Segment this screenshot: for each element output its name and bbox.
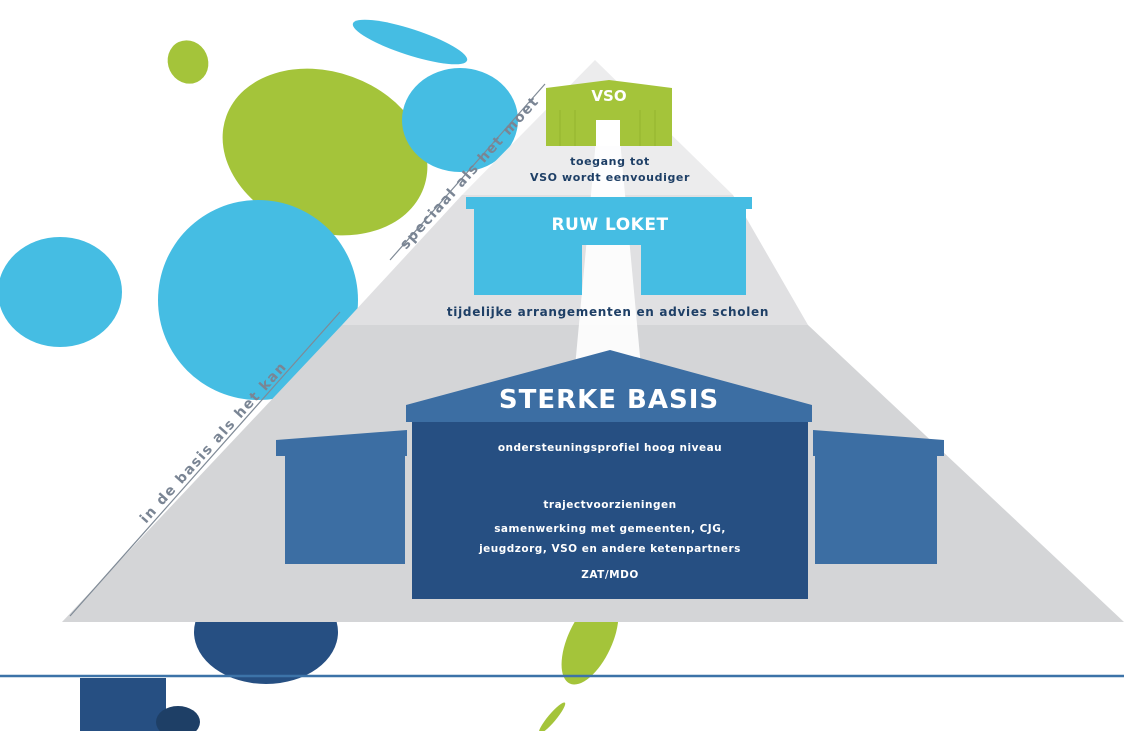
sterke-basis-main xyxy=(412,422,808,599)
blob-cyan-top xyxy=(352,19,468,65)
blob-green-sliver xyxy=(538,702,566,734)
side-line-upper xyxy=(389,83,546,261)
vso-door xyxy=(596,120,620,146)
block-navy-bottom xyxy=(80,678,166,731)
ruw-loket-body-left xyxy=(474,209,582,295)
vso-building: VSO toegang tot VSO wordt eenvoudiger xyxy=(530,80,690,184)
ruw-loket-title-band xyxy=(582,209,641,245)
vso-caption-line1: toegang tot xyxy=(570,155,650,168)
sterke-basis-wing-left-roof xyxy=(276,430,407,456)
sterke-basis-wing-left xyxy=(285,456,405,564)
blob-green-small xyxy=(167,40,209,84)
blob-cyan-large xyxy=(158,200,358,400)
vso-title: VSO xyxy=(591,87,626,105)
vso-caption-line2: VSO wordt eenvoudiger xyxy=(530,171,690,184)
sterke-basis-wing-right-roof xyxy=(813,430,944,456)
blob-navy-small xyxy=(156,706,200,735)
sterke-basis-roof xyxy=(406,350,812,422)
blob-green-large xyxy=(222,68,428,236)
sterke-basis-item-traject: trajectvoorzieningen xyxy=(543,499,676,511)
sterke-basis-item-profiel: ondersteuningsprofiel hoog niveau xyxy=(498,442,722,454)
sterke-basis-building: STERKE BASIS ondersteuningsprofiel hoog … xyxy=(276,350,944,599)
ruw-loket-body-right xyxy=(641,209,746,295)
sterke-basis-title: STERKE BASIS xyxy=(499,385,719,415)
vso-roof xyxy=(546,80,672,104)
ruw-loket-building: RUW LOKET tijdelijke arrangementen en ad… xyxy=(447,197,769,319)
sterke-basis-wing-right xyxy=(815,456,937,564)
blob-cyan-medium xyxy=(402,68,518,172)
sterke-basis-item-samenwerking-1: samenwerking met gemeenten, CJG, xyxy=(494,523,726,535)
ruw-loket-caption: tijdelijke arrangementen en advies schol… xyxy=(447,305,769,319)
blob-cyan-left xyxy=(0,237,122,347)
sterke-basis-item-zat: ZAT/MDO xyxy=(581,569,639,581)
ruw-loket-roof xyxy=(466,197,752,209)
sterke-basis-item-samenwerking-2: jeugdzorg, VSO en andere ketenpartners xyxy=(478,543,741,555)
side-line-lower xyxy=(69,311,341,617)
ruw-loket-title: RUW LOKET xyxy=(551,215,668,235)
